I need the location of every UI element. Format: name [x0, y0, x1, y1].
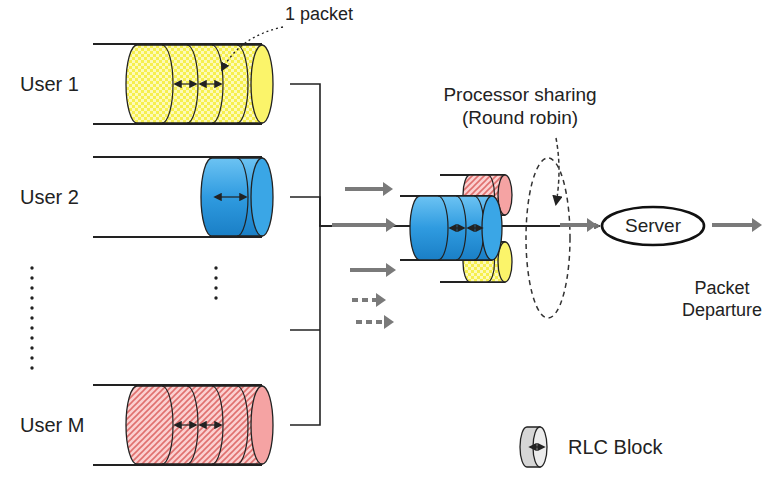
block-size-arrow: [200, 83, 221, 84]
node-label: Server: [625, 215, 681, 237]
flow-arrow: [712, 223, 756, 227]
block-size-arrow: [468, 227, 482, 228]
node-label: User 2: [20, 186, 79, 209]
ellipsis-dot: [30, 286, 33, 289]
ellipsis-dot: [30, 306, 33, 309]
flow-arrow: [356, 320, 388, 324]
ellipsis-dot: [214, 286, 217, 289]
block-size-arrow: [215, 196, 246, 197]
ellipsis-dot: [30, 356, 33, 359]
ellipsis-dot: [30, 316, 33, 319]
flow-arrow-head: [383, 182, 393, 196]
node-label: User M: [20, 414, 84, 437]
block-size-arrow: [530, 446, 544, 447]
ellipsis-dot: [30, 276, 33, 279]
server-ellipse: [602, 207, 704, 245]
server-node: Server: [600, 205, 706, 247]
flow-arrow: [352, 298, 380, 302]
block-size-arrow: [175, 424, 196, 425]
ellipsis-dot: [30, 326, 33, 329]
cylinder-cap: [251, 386, 273, 464]
flow-arrow-head: [376, 293, 386, 307]
flow-arrow: [350, 268, 390, 272]
ellipsis-dot: [214, 266, 217, 269]
flow-arrow-head: [752, 218, 762, 232]
flow-arrow-head: [587, 218, 597, 232]
cylinder-body: [126, 45, 262, 123]
ellipsis-dot: [30, 266, 33, 269]
block-size-arrow: [200, 424, 221, 425]
block-divider: [162, 45, 173, 123]
illustration: [30, 27, 762, 465]
node-label: User 1: [20, 73, 79, 96]
ellipsis-dot: [30, 346, 33, 349]
flow-arrow: [332, 223, 390, 227]
ellipsis-dot: [214, 296, 217, 299]
block-size-arrow: [450, 227, 464, 228]
block-divider: [237, 386, 248, 464]
block-divider: [438, 196, 448, 260]
block-divider: [162, 386, 173, 464]
user-queue: User 1: [15, 43, 290, 125]
cylinder-body: [410, 196, 492, 260]
user-queue: User M: [15, 384, 290, 466]
ellipsis-dot: [214, 276, 217, 279]
block-divider: [237, 45, 248, 123]
flow-arrow-head: [384, 315, 394, 329]
cylinder-cap: [251, 158, 273, 236]
flow-arrow: [345, 187, 387, 191]
block-size-arrow: [175, 83, 196, 84]
legend-label: RLC Block: [568, 436, 662, 459]
leader-line: [222, 27, 283, 70]
legend-item: RLC Block: [518, 424, 662, 470]
annotation-label: Processor sharing (Round robin): [435, 84, 605, 130]
bracket-stub: [290, 329, 320, 331]
cylinder-body: [126, 386, 262, 464]
annotation-label: Packet Departure: [672, 278, 772, 321]
ellipsis-dot: [30, 296, 33, 299]
round-robin-pointer: [556, 138, 559, 204]
round-robin-ellipse: [526, 158, 570, 318]
callout-label: 1 packet: [285, 4, 353, 26]
ellipsis-dot: [30, 336, 33, 339]
flow-arrow: [560, 223, 591, 227]
cylinder-cap: [251, 45, 273, 123]
cylinder-cap: [482, 196, 502, 260]
user-queue: User 2: [15, 156, 290, 238]
flow-arrow-head: [386, 218, 396, 232]
legend-sample: [518, 424, 552, 470]
flow-arrow-head: [386, 263, 396, 277]
ellipsis-dot: [30, 366, 33, 369]
